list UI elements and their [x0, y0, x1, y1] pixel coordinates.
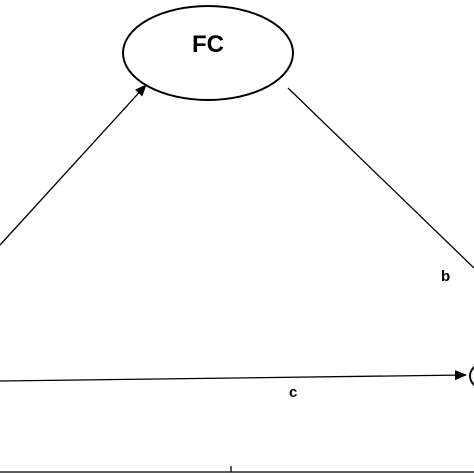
outcome-node-partial — [469, 365, 474, 387]
path-c-arrow — [0, 370, 467, 382]
mediator-node: FC — [122, 5, 294, 101]
mediator-ellipse — [122, 5, 294, 101]
mediator-label: FC — [192, 31, 224, 58]
path-a-arrow — [0, 84, 147, 246]
path-b-line — [287, 87, 474, 269]
path-b-label: b — [441, 268, 450, 285]
path-c-label: c — [289, 384, 297, 401]
